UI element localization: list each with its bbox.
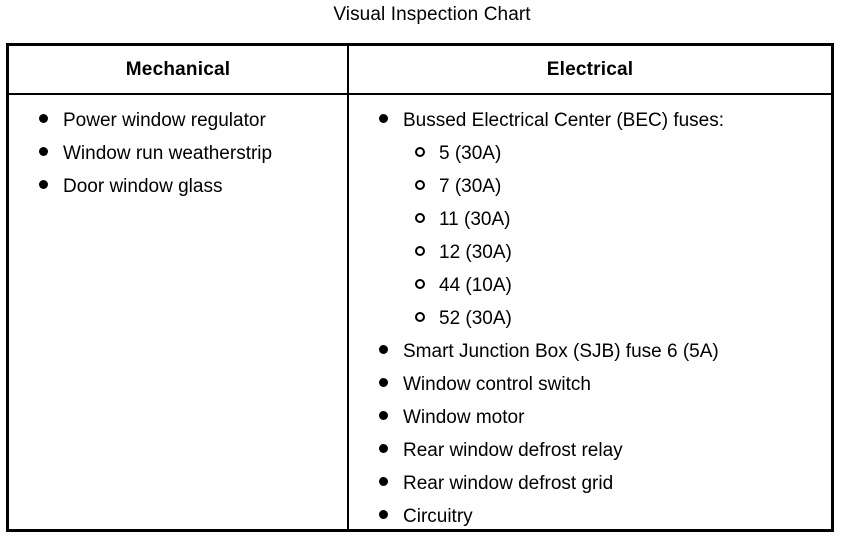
list-item-label: 7 (30A) [439, 176, 502, 197]
table-body-row: Power window regulator Window run weathe… [9, 95, 831, 529]
mechanical-list: Power window regulator Window run weathe… [9, 95, 347, 203]
list-item-label: Rear window defrost relay [403, 440, 623, 461]
disc-bullet-icon [39, 170, 63, 203]
disc-bullet-icon [379, 104, 403, 137]
list-item: Window control switch [349, 368, 831, 401]
list-item-label: Window motor [403, 407, 525, 428]
column-header-electrical: Electrical [546, 58, 634, 80]
ring-bullet-icon [415, 302, 439, 335]
ring-bullet-icon [415, 203, 439, 236]
disc-bullet-icon [379, 368, 403, 401]
list-item: Window run weatherstrip [9, 137, 347, 170]
list-item-label: Bussed Electrical Center (BEC) fuses: [403, 110, 725, 131]
disc-bullet-icon [379, 335, 403, 368]
list-item-label: 44 (10A) [439, 275, 512, 296]
list-item-label: Circuitry [403, 506, 473, 527]
disc-bullet-icon [379, 401, 403, 434]
list-item-label: Smart Junction Box (SJB) fuse 6 (5A) [403, 341, 719, 362]
list-item-label: Window control switch [403, 374, 591, 395]
ring-bullet-icon [415, 269, 439, 302]
list-item: Circuitry [349, 500, 831, 533]
list-item: 7 (30A) [349, 170, 831, 203]
column-header-mechanical: Mechanical [9, 46, 349, 93]
list-item-label: Power window regulator [63, 110, 266, 131]
chart-title: Visual Inspection Chart [333, 4, 531, 25]
disc-bullet-icon [379, 434, 403, 467]
disc-bullet-icon [39, 137, 63, 170]
table-header-row: Mechanical Electrical [9, 46, 831, 95]
list-item: Power window regulator [9, 104, 347, 137]
list-item: 52 (30A) [349, 302, 831, 335]
list-item-label: 5 (30A) [439, 143, 502, 164]
list-item: 11 (30A) [349, 203, 831, 236]
ring-bullet-icon [415, 236, 439, 269]
column-body-mechanical: Power window regulator Window run weathe… [9, 95, 349, 529]
disc-bullet-icon [379, 500, 403, 533]
list-item: Bussed Electrical Center (BEC) fuses: [349, 104, 831, 137]
list-item-label: Rear window defrost grid [403, 473, 614, 494]
bec-fuse-sublist: 5 (30A) 7 (30A) 11 (30A) 12 (30A) [349, 137, 831, 335]
ring-bullet-icon [415, 137, 439, 170]
disc-bullet-icon [39, 104, 63, 137]
list-item: Smart Junction Box (SJB) fuse 6 (5A) [349, 335, 831, 368]
column-body-electrical: Bussed Electrical Center (BEC) fuses: 5 … [349, 95, 831, 529]
list-item: Rear window defrost grid [349, 467, 831, 500]
disc-bullet-icon [379, 467, 403, 500]
list-item-label: 12 (30A) [439, 242, 512, 263]
list-item: 44 (10A) [349, 269, 831, 302]
list-item-label: Door window glass [63, 176, 223, 197]
list-item-label: 11 (30A) [439, 209, 511, 230]
list-item: Rear window defrost relay [349, 434, 831, 467]
list-item: 5 (30A) [349, 137, 831, 170]
inspection-table: Mechanical Electrical Power window regul… [6, 43, 834, 532]
list-item-label: 52 (30A) [439, 308, 512, 329]
ring-bullet-icon [415, 170, 439, 203]
list-item: Door window glass [9, 170, 347, 203]
list-item-label: Window run weatherstrip [63, 143, 273, 164]
list-item: Window motor [349, 401, 831, 434]
electrical-list: Bussed Electrical Center (BEC) fuses: 5 … [349, 95, 831, 533]
list-item: 12 (30A) [349, 236, 831, 269]
